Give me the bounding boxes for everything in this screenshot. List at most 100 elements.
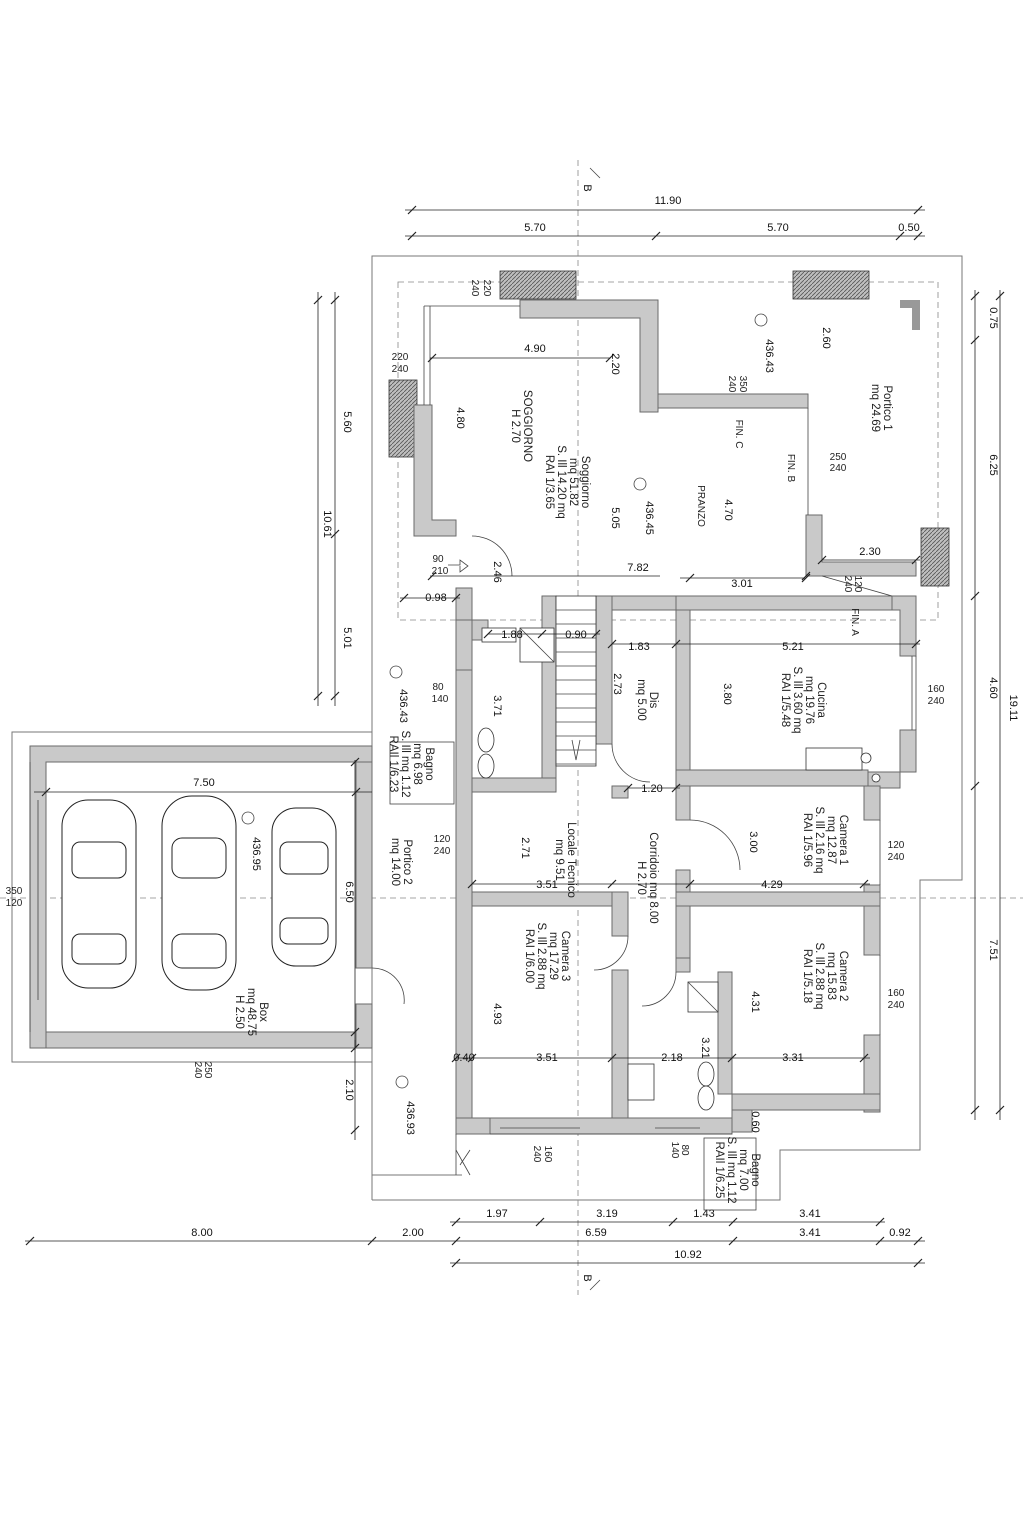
dimension-tick bbox=[41, 787, 51, 797]
dim-box-height: 6.50 bbox=[343, 881, 355, 902]
dimension-tick bbox=[970, 1105, 980, 1115]
opening-90-a: 90 bbox=[432, 554, 444, 565]
portico1-line-0: Portico 1 bbox=[881, 385, 893, 430]
camera3-line-1: mq 17.29 bbox=[547, 932, 559, 980]
opening-250-a: 250 bbox=[830, 452, 847, 463]
label-pranzo: PRANZO bbox=[695, 485, 706, 527]
camera1-line-2: S. Ill 2.16 mq bbox=[813, 806, 825, 873]
dim-right-total: 19.11 bbox=[1007, 695, 1019, 722]
camera2-line-1: mq 15.83 bbox=[825, 952, 837, 1000]
opening-80-b: 140 bbox=[432, 694, 449, 705]
dimension-tick bbox=[313, 691, 323, 701]
thin-lines bbox=[29, 305, 917, 1176]
opening-120-fin-a: 120 bbox=[852, 576, 863, 593]
dim-098: 0.98 bbox=[425, 592, 446, 604]
dimension-tick bbox=[427, 571, 437, 581]
corner-mark-icon bbox=[900, 300, 920, 330]
car-3 bbox=[271, 807, 337, 967]
portico2-line-0: Portico 2 bbox=[401, 839, 413, 884]
dim-right-2: 4.60 bbox=[987, 677, 999, 698]
dim-box-offset: 2.10 bbox=[343, 1079, 355, 1100]
soggiorno-line-1: mq 51.82 bbox=[567, 458, 579, 506]
opening-120-fin-b: 240 bbox=[842, 576, 853, 593]
camera1-line-0: Camera 1 bbox=[837, 815, 849, 866]
box-line-2: H 2.50 bbox=[233, 995, 245, 1029]
dim-493: 4.93 bbox=[491, 1003, 503, 1024]
dim-301: 3.01 bbox=[731, 578, 752, 590]
dim-top-overall: 11.90 bbox=[655, 195, 682, 207]
dim-left-total: 10.61 bbox=[321, 510, 333, 538]
cucina-line-0: Cucina bbox=[815, 682, 827, 718]
opening-loc-a: 120 bbox=[434, 834, 451, 845]
dimension-tick bbox=[623, 783, 633, 793]
dim-pranzo-470: 4.70 bbox=[722, 499, 734, 520]
dimension-tick bbox=[451, 593, 461, 603]
car-2 bbox=[161, 795, 237, 991]
dimension-tick bbox=[607, 879, 617, 889]
dim-bottom-a: 8.00 bbox=[191, 1227, 212, 1239]
dimension-tick bbox=[970, 591, 980, 601]
dimension-tick bbox=[451, 1236, 461, 1246]
cucina-line-1: mq 19.76 bbox=[803, 676, 815, 724]
opening-bagno2-b: 140 bbox=[669, 1142, 680, 1159]
soggiorno-caps-line-1: H 2.70 bbox=[509, 409, 521, 443]
locale-tecnico-line-1: mq 9.51 bbox=[553, 839, 565, 881]
opening-box-a: 250 bbox=[202, 1062, 213, 1079]
dim-521: 5.21 bbox=[782, 641, 803, 653]
label-fin-b: FIN. B bbox=[785, 454, 796, 483]
opening-cam2-b: 240 bbox=[888, 1000, 905, 1011]
dimension-tick bbox=[875, 1236, 885, 1246]
cars bbox=[61, 795, 337, 991]
car-1 bbox=[61, 799, 137, 989]
dimension-tick bbox=[995, 291, 1005, 301]
opening-250-b: 240 bbox=[830, 463, 847, 474]
hatched-elements bbox=[388, 270, 950, 587]
dimension-tick bbox=[605, 353, 615, 363]
dim-bottom-b: 2.00 bbox=[402, 1227, 423, 1239]
dimension-tick bbox=[913, 1236, 923, 1246]
level-5: 436.93 bbox=[404, 1101, 416, 1135]
dimension-tick bbox=[350, 757, 360, 767]
dimension-tick bbox=[367, 1236, 377, 1246]
dim-bottom-3: 1.43 bbox=[693, 1208, 714, 1220]
dim-sog-w: 4.90 bbox=[524, 343, 545, 355]
dim-bottom-2: 3.19 bbox=[596, 1208, 617, 1220]
opening-cucina-b: 240 bbox=[928, 696, 945, 707]
dim-371: 3.71 bbox=[491, 695, 503, 716]
dimension-tick bbox=[330, 529, 340, 539]
dim-left-mid: 5.01 bbox=[341, 627, 353, 648]
dim-top-right: 0.50 bbox=[898, 222, 919, 234]
dim-sog-h: 4.80 bbox=[454, 407, 466, 428]
room-bagno-2: Bagno mq 7.00 S. Ill mq 1.12 RAIl 1/6.25 bbox=[713, 1136, 761, 1203]
window-labels: FIN. C FIN. B FIN. A PRANZO bbox=[695, 420, 860, 637]
dim-380: 3.80 bbox=[721, 683, 733, 704]
dimension-tick bbox=[330, 295, 340, 305]
soggiorno-line-0: Soggiorno bbox=[579, 456, 591, 508]
dimension-tick bbox=[407, 205, 417, 215]
dimension-tick bbox=[859, 879, 869, 889]
bagno2-line-3: RAIl 1/6.25 bbox=[713, 1142, 725, 1199]
camera3-line-0: Camera 3 bbox=[559, 931, 571, 982]
dimension-tick bbox=[25, 1236, 35, 1246]
bagno2-line-0: Bagno bbox=[749, 1153, 761, 1186]
bagno1-line-2: S. Ill mq 1.12 bbox=[399, 730, 411, 797]
opening-left-b: 240 bbox=[392, 364, 409, 375]
dimension-tick bbox=[407, 231, 417, 241]
dim-331: 3.31 bbox=[782, 1052, 803, 1064]
door-swings bbox=[371, 535, 741, 1007]
dim-060: 0.60 bbox=[749, 1111, 761, 1132]
opening-labels: 220 240 220 240 350 240 250 240 90 210 1… bbox=[6, 280, 945, 1163]
dimension-tick bbox=[651, 231, 661, 241]
opening-cam2-a: 160 bbox=[888, 988, 905, 999]
room-soggiorno-caps: SOGGIORNO H 2.70 bbox=[509, 390, 533, 462]
dim-bottom-1: 1.97 bbox=[486, 1208, 507, 1220]
dimension-tick bbox=[451, 1258, 461, 1268]
bagno1-line-0: Bagno bbox=[423, 747, 435, 780]
dim-183: 1.83 bbox=[628, 641, 649, 653]
dim-429: 4.29 bbox=[761, 879, 782, 891]
dimension-tick bbox=[350, 1027, 360, 1037]
level-2: 436.45 bbox=[643, 501, 655, 535]
dimension-tick bbox=[801, 571, 811, 581]
box-line-0: Box bbox=[257, 1002, 269, 1022]
